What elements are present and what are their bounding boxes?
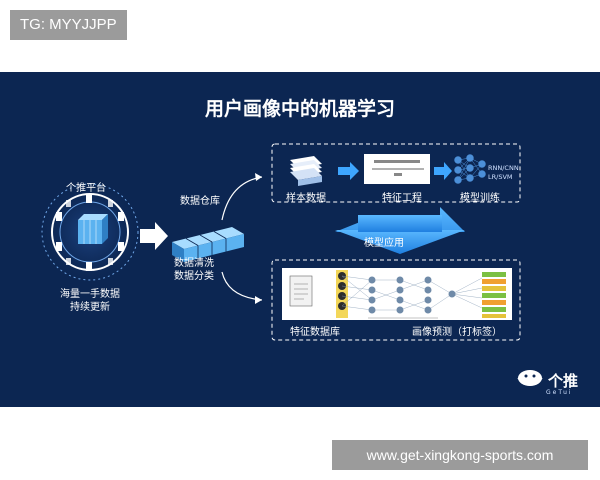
clean-label-line1: 数据清洗 bbox=[174, 258, 214, 269]
clean-label-line2: 数据分类 bbox=[174, 271, 214, 282]
model-types-line1: RNN/CNN bbox=[488, 164, 519, 172]
watermark-top: TG: MYYJJPP bbox=[10, 10, 127, 40]
prediction-box bbox=[271, 259, 521, 341]
data-blocks-graphic bbox=[172, 227, 244, 262]
feature-db-label: 特征数据库 bbox=[290, 327, 340, 338]
warehouse-label: 数据仓库 bbox=[180, 196, 220, 207]
getui-logo-icon bbox=[517, 370, 543, 386]
training-box bbox=[271, 143, 521, 203]
arrow-right-icon bbox=[434, 162, 452, 180]
sample-data-icon bbox=[290, 156, 322, 186]
logo-text: 个推 bbox=[548, 372, 579, 390]
prediction-label: 画像预测（打标签） bbox=[412, 327, 502, 338]
source-label-line1: 海量一手数据 bbox=[60, 289, 120, 300]
neural-net-small-icon bbox=[454, 154, 486, 184]
arrow-right-icon bbox=[338, 162, 359, 180]
formula-card bbox=[364, 154, 430, 184]
diagram-title: 用户画像中的机器学习 bbox=[204, 98, 395, 120]
logo-subtext: GeTui bbox=[546, 389, 573, 396]
diagram-panel: 用户画像中的机器学习 个推平台 海量一手数据 持续更新 数据仓库 数据清洗 数据… bbox=[0, 72, 600, 407]
platform-circle-graphic bbox=[35, 177, 145, 287]
feature-engineering-label: 特征工程 bbox=[382, 193, 422, 204]
model-apply-label: 模型应用 bbox=[364, 238, 404, 249]
sample-data-label: 样本数据 bbox=[286, 193, 326, 204]
flow-arrow-icon bbox=[140, 222, 168, 250]
watermark-bottom: www.get-xingkong-sports.com bbox=[332, 440, 588, 470]
prediction-graphic bbox=[282, 268, 512, 320]
model-training-label: 模型训练 bbox=[460, 193, 500, 204]
diagram-graphics bbox=[35, 143, 543, 386]
model-types-line2: LR/SVM bbox=[488, 173, 513, 181]
curve-arrow-down-icon bbox=[221, 271, 263, 301]
curve-arrow-up-icon bbox=[221, 176, 263, 221]
platform-label: 个推平台 bbox=[66, 183, 106, 194]
source-label-line2: 持续更新 bbox=[70, 302, 110, 313]
